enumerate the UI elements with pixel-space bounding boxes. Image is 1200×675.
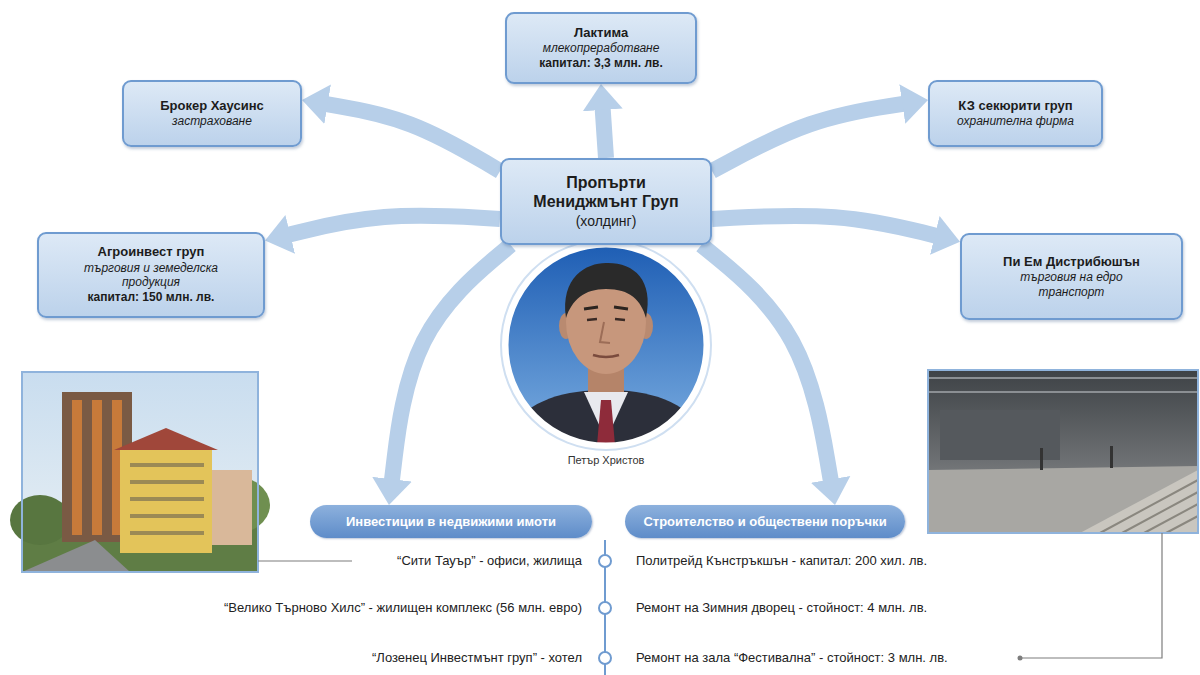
node-text: търговия и земеделска продукция (76, 261, 226, 290)
tie (597, 400, 615, 445)
project-item: “Лозенец Инвестмънт груп” - хотел (140, 650, 582, 666)
tower-stripe (72, 400, 82, 535)
tower-building (62, 392, 132, 542)
node-title: Пропърти Мениджмънт Груп (521, 173, 691, 211)
photo-frame (22, 372, 258, 572)
worker (1110, 446, 1113, 468)
node-text: застраховане (172, 114, 252, 128)
eyebrows (584, 307, 628, 309)
hall-floor (928, 466, 1198, 533)
leader-line (1022, 533, 1162, 658)
company-box: Агроинвест груптърговия и земеделска про… (37, 232, 265, 318)
node-title: Агроинвест груп (98, 244, 205, 260)
leader-line (258, 560, 352, 561)
ear (639, 313, 653, 339)
mouth (593, 355, 619, 357)
building-photo (10, 372, 270, 572)
tower-stripe (92, 400, 102, 535)
node-title: КЗ секюрити груп (958, 98, 1072, 114)
company-box: Пи Ем Дистрибюшънтърговия на едро трансп… (960, 233, 1183, 320)
node-text: (холдинг) (576, 212, 637, 230)
person-caption: Петър Христов (506, 452, 706, 468)
ear (559, 313, 573, 339)
node-text: охранителна фирма (957, 114, 1074, 128)
node-text: млекопреработване (543, 41, 660, 55)
node-text: капитал: 3,3 млн. лв. (539, 55, 663, 71)
timeline-dot (599, 602, 611, 614)
face (566, 270, 646, 374)
project-item: “Велико Търново Хилс” - жилищен комплекс… (140, 600, 582, 616)
photo-frame (928, 370, 1198, 533)
company-box: КЗ секюрити групохранителна фирма (928, 80, 1103, 147)
project-item: “Сити Тауър” - офиси, жилища (140, 553, 582, 569)
connector-arrow (602, 106, 606, 158)
portrait (500, 240, 712, 452)
project-item: Ремонт на зала “Фестивална” - стойност: … (636, 650, 1016, 666)
worker (1040, 448, 1043, 470)
nose (600, 322, 610, 343)
node-title: Строителство и обществени поръчки (643, 514, 886, 529)
timeline-dot (599, 652, 611, 664)
portrait-frame (501, 240, 711, 450)
timeline-line (604, 540, 606, 675)
hair (565, 263, 648, 318)
timeline-dot (599, 555, 611, 567)
node-title: Лактима (574, 25, 628, 41)
connector-arrow (701, 245, 831, 483)
bleachers (1080, 470, 1198, 533)
eyes (587, 319, 625, 320)
street (22, 540, 130, 572)
node-title: Пи Ем Дистрибюшън (1003, 254, 1140, 270)
portrait-ring (506, 245, 706, 445)
hall-photo (928, 370, 1198, 533)
project-item: Политрейд Кънстръкшън - капитал: 200 хил… (636, 553, 1056, 569)
neck (588, 355, 624, 397)
tower-stripe (112, 400, 122, 535)
photo-sky (22, 372, 258, 572)
node-title: Брокер Хаусинс (160, 98, 264, 114)
connector-arrow (286, 216, 500, 236)
project-item: Ремонт на Зимния дворец - стойност: 4 мл… (636, 600, 1056, 616)
company-box: Брокер Хаусинсзастраховане (122, 80, 302, 147)
connector-arrow (392, 245, 511, 483)
shirt (584, 392, 628, 440)
company-box: Лактимамлекопреработванекапитал: 3,3 млн… (505, 12, 697, 84)
bleacher-steps (1100, 480, 1198, 533)
trees (22, 520, 258, 572)
windows (130, 465, 204, 533)
category-band: Инвестиции в недвижими имоти (310, 505, 592, 538)
leader-dot (1018, 656, 1023, 661)
category-band: Строителство и обществени поръчки (625, 505, 905, 538)
residential-building (120, 448, 212, 553)
node-title: Инвестиции в недвижими имоти (346, 514, 556, 529)
ceiling-beams (928, 378, 1198, 392)
hall-interior (928, 370, 1198, 533)
node-text: търговия на едро транспорт (1017, 270, 1127, 299)
connector-arrow (712, 103, 906, 171)
side-building (212, 470, 252, 545)
connector-arrow (324, 104, 500, 171)
suit (500, 390, 712, 450)
holding-box: Пропърти Мениджмънт Груп(холдинг) (500, 158, 712, 245)
trees (10, 495, 70, 545)
node-text: капитал: 150 млн. лв. (88, 289, 215, 305)
trees (190, 475, 270, 535)
hall-wall (940, 410, 1060, 460)
portrait-background (500, 240, 712, 452)
roof (114, 428, 218, 450)
connector-arrow (712, 216, 939, 237)
